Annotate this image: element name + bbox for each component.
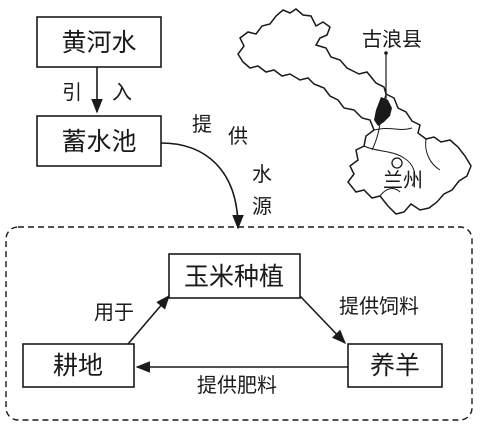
province-outline xyxy=(237,8,472,215)
inner-boundary-2 xyxy=(373,127,413,131)
fertilizer-label: 提供肥料 xyxy=(197,373,277,397)
gulang-county-area xyxy=(374,97,392,126)
supply-label-char-1: 提 xyxy=(192,112,212,136)
sheep-box-label: 养羊 xyxy=(370,351,420,380)
county-label: 古浪县 xyxy=(362,27,422,51)
county-leader-dot xyxy=(384,51,388,55)
city-label: 兰州 xyxy=(383,168,423,192)
intake-label-2: 入 xyxy=(112,80,132,104)
water-supply-arrow xyxy=(160,142,244,230)
farmland-box-label: 耕地 xyxy=(53,351,103,380)
feed-arrow xyxy=(299,295,346,345)
intake-label-1: 引 xyxy=(62,80,82,104)
feed-label: 提供饲料 xyxy=(339,294,419,318)
inner-boundary-4 xyxy=(425,138,441,171)
province-map: 古浪县 兰州 xyxy=(237,8,472,215)
supply-label-char-4: 源 xyxy=(252,194,272,218)
supply-label-char-2: 供 xyxy=(228,124,248,148)
corn-box-label: 玉米种植 xyxy=(184,262,284,291)
cycle-container xyxy=(5,226,473,421)
use-label: 用于 xyxy=(94,300,134,324)
inner-boundary-3 xyxy=(363,145,416,187)
sheep-box: 养羊 xyxy=(347,343,443,388)
corn-box: 玉米种植 xyxy=(168,253,301,299)
supply-label-char-3: 水 xyxy=(252,162,272,186)
inner-boundary-5 xyxy=(379,188,401,197)
source-box: 黄河水 xyxy=(36,16,162,68)
pool-box-label: 蓄水池 xyxy=(61,127,136,156)
source-box-label: 黄河水 xyxy=(61,28,136,57)
farmland-box: 耕地 xyxy=(22,343,135,388)
use-arrow xyxy=(127,294,170,345)
lanzhou-marker-icon xyxy=(391,157,403,169)
pool-box: 蓄水池 xyxy=(36,115,162,167)
